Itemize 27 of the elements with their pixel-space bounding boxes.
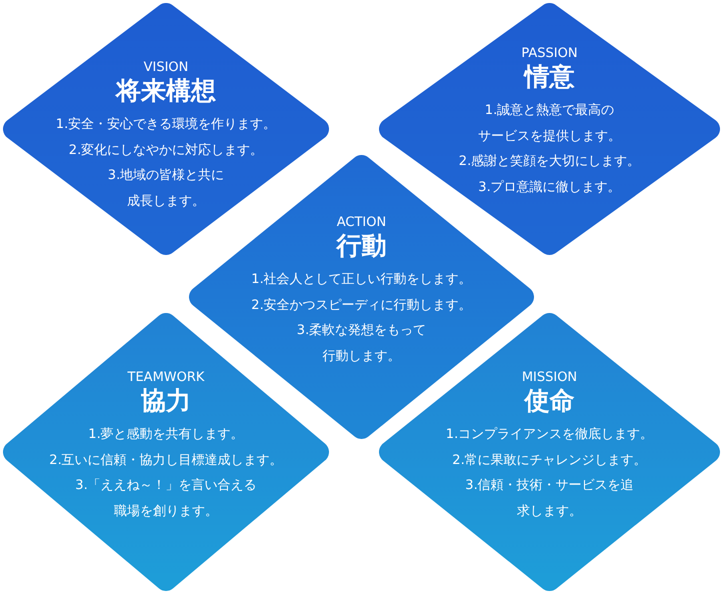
list-item: 2.変化にしなやかに対応します。 (68, 142, 264, 160)
list-item: 2.感謝と笑顔を大切にします。 (458, 153, 640, 171)
list-item: 1.誠意と熱意で最高のサービスを提供します。 (478, 102, 621, 146)
section-label: ACTION (336, 215, 386, 231)
list-item: 3.地域の皆様と共に成長します。 (108, 167, 224, 210)
list-item: 1.コンプライアンスを徹底します。 (446, 426, 654, 444)
list-item: 3.プロ意識に徹します。 (478, 178, 621, 196)
diamond-panel (0, 0, 332, 258)
list-item: 2.安全かつスピーディに行動します。 (251, 296, 472, 314)
section-label: PASSION (521, 46, 578, 62)
section-label: TEAMWORK (128, 370, 204, 386)
section-heading: 協力 (141, 386, 191, 416)
section-heading: 行動 (336, 231, 386, 261)
list-item: 1.安全・安心できる環境を作ります。 (56, 116, 276, 134)
list-item: 1.社会人として正しい行動をします。 (251, 271, 472, 289)
list-item: 3.信頼・技術・サービスを追求します。 (465, 477, 634, 520)
section-label: VISION (144, 60, 188, 76)
diamond-panel (376, 310, 723, 594)
section-label: MISSION (522, 370, 578, 386)
section-heading: 将来構想 (116, 76, 216, 106)
list-item: 2.互いに信頼・協力し目標達成します。 (49, 452, 283, 470)
list-item: 3.柔軟な発想をもって行動します。 (296, 322, 426, 366)
section-heading: 使命 (524, 386, 574, 416)
list-item: 2.常に果敢にチャレンジします。 (452, 452, 647, 470)
list-item: 3.「ええね～！」を言い合える職場を創ります。 (75, 477, 257, 520)
list-item: 1.夢と感動を共有します。 (88, 426, 244, 444)
section-heading: 情意 (524, 62, 574, 92)
